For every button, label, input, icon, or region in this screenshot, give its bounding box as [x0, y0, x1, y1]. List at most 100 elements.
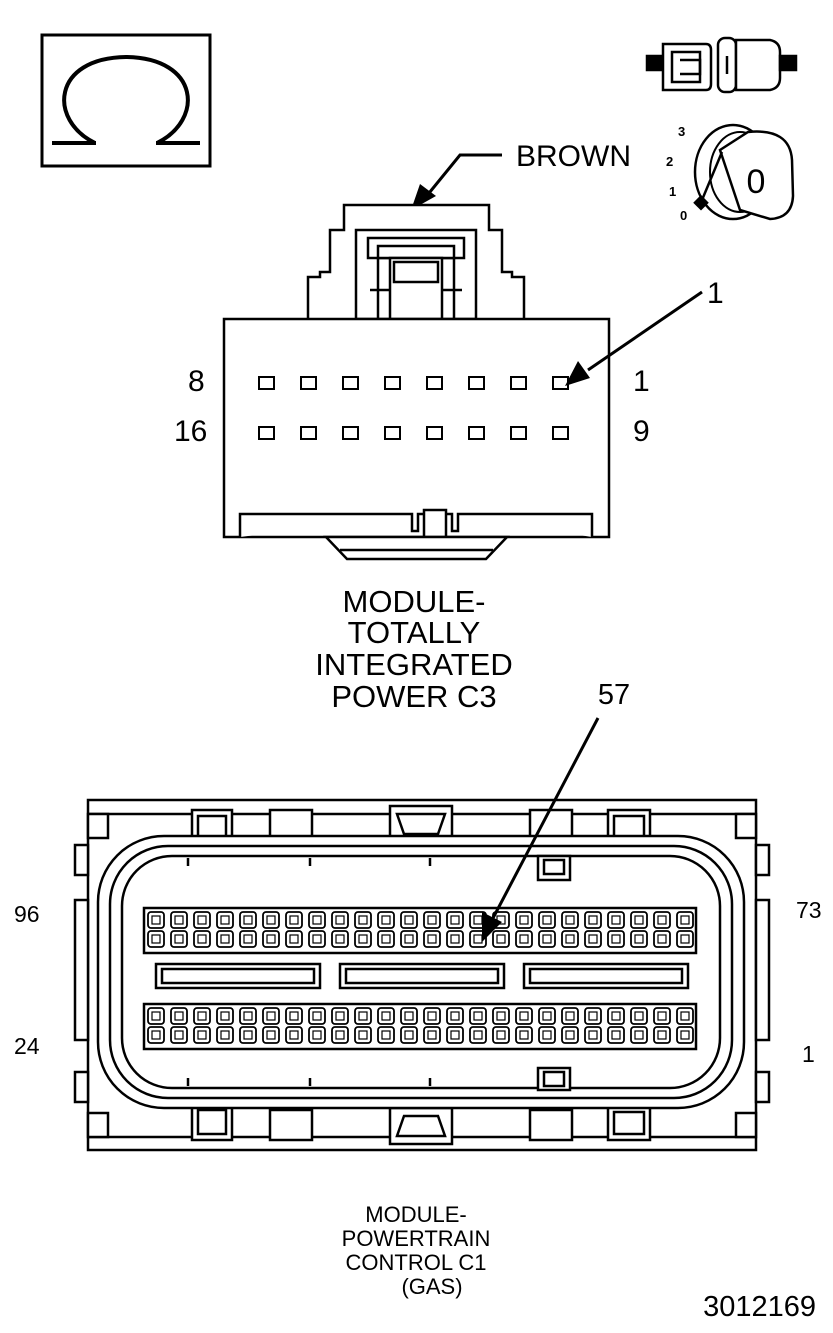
c1-pin-terminal — [174, 934, 184, 944]
c1-pin-cavity — [423, 1026, 441, 1044]
c3-connector — [222, 203, 611, 561]
c1-pin-cavity — [262, 1026, 280, 1044]
c1-pin-terminal — [588, 934, 598, 944]
c1-pin-cavity — [630, 1026, 648, 1044]
svg-text:CONTROL C1: CONTROL C1 — [346, 1250, 487, 1275]
c1-pin-cavity — [423, 1007, 441, 1025]
c1-pin-terminal — [427, 915, 437, 925]
c1-pin-cavity — [630, 911, 648, 929]
c1-pin-cavity — [584, 930, 602, 948]
c1-pin-terminal — [657, 1030, 667, 1040]
c1-pin-terminal — [519, 1011, 529, 1021]
c1-pin-cavity — [538, 930, 556, 948]
c1-pin-cavity — [423, 911, 441, 929]
c1-pin-cavity — [170, 930, 188, 948]
c1-pin-terminal — [243, 934, 253, 944]
c1-pin-terminal — [565, 1011, 575, 1021]
c1-pin-terminal — [496, 934, 506, 944]
c1-pin-terminal — [243, 1030, 253, 1040]
c1-pin-cavity — [607, 930, 625, 948]
c1-pin-terminal — [220, 1011, 230, 1021]
c1-pin-terminal — [289, 915, 299, 925]
c1-pin-cavity — [239, 1007, 257, 1025]
ignition-key-position: 0 — [747, 163, 766, 201]
svg-text:INTEGRATED: INTEGRATED — [315, 647, 513, 682]
c1-pin-terminal — [220, 915, 230, 925]
c1-bottom-right-label: 1 — [802, 1041, 815, 1067]
ignition-position-1: 1 — [669, 184, 676, 199]
c1-pin-cavity — [285, 930, 303, 948]
c1-pin-cavity — [607, 1026, 625, 1044]
c1-pin-terminal — [289, 1011, 299, 1021]
ignition-position-2: 2 — [666, 154, 673, 169]
c1-pin-cavity — [584, 1026, 602, 1044]
c1-pin-cavity — [354, 930, 372, 948]
c1-bottom-left-label: 24 — [14, 1033, 40, 1059]
wire-color-label: BROWN — [516, 140, 631, 173]
c1-pin-terminal — [404, 915, 414, 925]
c1-pin-cavity — [354, 1026, 372, 1044]
c1-pin-terminal — [243, 915, 253, 925]
c1-pin-terminal — [358, 915, 368, 925]
c1-pin-terminal — [381, 1030, 391, 1040]
c3-pin-cavity — [258, 426, 275, 440]
c3-pin-grid — [258, 376, 569, 440]
c1-pin-terminal — [565, 915, 575, 925]
c1-pin-terminal — [588, 1011, 598, 1021]
c1-pin-terminal — [496, 1030, 506, 1040]
c1-pin-terminal — [657, 1011, 667, 1021]
c1-pin-terminal — [197, 915, 207, 925]
c1-pin-terminal — [335, 915, 345, 925]
c1-pin-cavity — [423, 930, 441, 948]
c1-pin-terminal — [450, 1011, 460, 1021]
c1-pin-terminal — [243, 1011, 253, 1021]
c1-pin-terminal — [404, 934, 414, 944]
c1-pin-cavity — [239, 911, 257, 929]
wire-color-callout: BROWN — [411, 140, 631, 210]
c1-pin-cavity — [469, 1007, 487, 1025]
c1-pin-terminal — [335, 1011, 345, 1021]
svg-text:TOTALLY: TOTALLY — [348, 615, 481, 650]
c1-pin-terminal — [174, 915, 184, 925]
c1-pin-terminal — [266, 934, 276, 944]
c1-pin-cavity — [515, 1026, 533, 1044]
c1-pin-terminal — [381, 934, 391, 944]
c1-pin-terminal — [289, 1030, 299, 1040]
c3-pin-cavity — [468, 376, 485, 390]
c1-pin-terminal — [588, 915, 598, 925]
c1-pin-terminal — [450, 915, 460, 925]
c1-pin-cavity — [308, 911, 326, 929]
c1-pin-cavity — [377, 911, 395, 929]
c1-pin-terminal — [151, 1030, 161, 1040]
c1-pin-terminal — [381, 1011, 391, 1021]
svg-text:POWERTRAIN: POWERTRAIN — [342, 1226, 491, 1251]
c1-pin-cavity — [193, 1026, 211, 1044]
c1-pin-terminal — [358, 1011, 368, 1021]
c1-pin-terminal — [358, 1030, 368, 1040]
c1-pin-terminal — [266, 1011, 276, 1021]
c1-pin-terminal — [312, 1011, 322, 1021]
c1-pin-terminal — [450, 934, 460, 944]
c1-pin-cavity — [262, 911, 280, 929]
c1-pin-cavity — [331, 1026, 349, 1044]
c3-pin-cavity — [426, 376, 443, 390]
svg-text:MODULE-: MODULE- — [343, 584, 486, 619]
ignition-position-0: 0 — [680, 208, 687, 223]
c1-pin-cavity — [515, 1007, 533, 1025]
c1-pin-terminal — [657, 934, 667, 944]
c1-pin-terminal — [588, 1030, 598, 1040]
c1-pin-cavity — [630, 1007, 648, 1025]
c1-pin-cavity — [492, 1007, 510, 1025]
svg-text:POWER C3: POWER C3 — [331, 679, 496, 714]
c1-pin-terminal — [542, 934, 552, 944]
c1-pin-terminal — [427, 1011, 437, 1021]
c1-pin-grid — [147, 911, 694, 1044]
c1-pin-cavity — [377, 930, 395, 948]
c1-pin-cavity — [354, 911, 372, 929]
c1-pin-terminal — [680, 934, 690, 944]
c1-pin-terminal — [197, 1030, 207, 1040]
c1-pin-terminal — [404, 1011, 414, 1021]
c1-pin-cavity — [147, 1007, 165, 1025]
c1-pin-cavity — [538, 911, 556, 929]
